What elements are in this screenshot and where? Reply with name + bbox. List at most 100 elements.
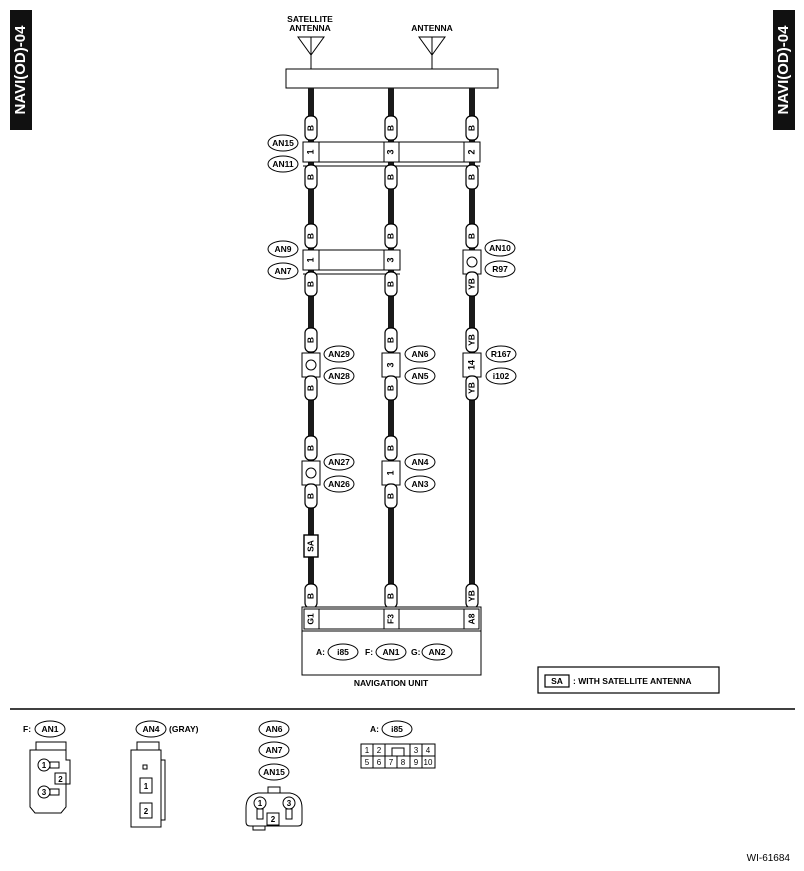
svg-text:SA: SA — [305, 540, 315, 552]
svg-text:3: 3 — [385, 257, 395, 262]
svg-text:AN15: AN15 — [263, 767, 285, 777]
svg-text:: WITH SATELLITE ANTENNA: : WITH SATELLITE ANTENNA — [573, 676, 692, 686]
connector-an1-view: F: AN1 1 2 3 — [23, 720, 71, 814]
svg-text:NAVIGATION UNIT: NAVIGATION UNIT — [354, 678, 429, 688]
svg-text:B: B — [305, 233, 315, 239]
svg-text:1: 1 — [42, 761, 47, 770]
svg-text:AN28: AN28 — [328, 371, 350, 381]
svg-text:B: B — [385, 493, 395, 499]
svg-text:AN3: AN3 — [411, 479, 428, 489]
connector-an9-an7 — [302, 249, 401, 271]
svg-text:10: 10 — [424, 758, 433, 767]
svg-text:B: B — [385, 445, 395, 451]
svg-text:1: 1 — [385, 470, 395, 475]
svg-text:2: 2 — [58, 775, 63, 784]
svg-text:NAVI(OD)-04: NAVI(OD)-04 — [775, 25, 792, 115]
svg-text:i85: i85 — [391, 724, 403, 734]
svg-text:1: 1 — [258, 799, 263, 808]
svg-text:AN6: AN6 — [265, 724, 282, 734]
svg-text:AN15: AN15 — [272, 138, 294, 148]
svg-text:3: 3 — [42, 788, 47, 797]
antenna-unit-box — [285, 68, 499, 89]
wire-color-labels: B B B B B B B B B B B B B B B B B B B B … — [304, 115, 479, 609]
connector-an15-an11 — [302, 141, 481, 163]
svg-text:2: 2 — [144, 807, 149, 816]
svg-text:AN1: AN1 — [41, 724, 58, 734]
svg-text:R97: R97 — [492, 264, 508, 274]
svg-text:1: 1 — [144, 782, 149, 791]
svg-text:2: 2 — [466, 149, 476, 154]
svg-text:YB: YB — [466, 278, 476, 290]
svg-text:(GRAY): (GRAY) — [169, 724, 199, 734]
svg-text:AN5: AN5 — [411, 371, 428, 381]
svg-text:SA: SA — [551, 676, 563, 686]
satellite-antenna: SATELLITE ANTENNA — [287, 14, 333, 69]
svg-text:3: 3 — [414, 746, 419, 755]
svg-text:2: 2 — [271, 815, 276, 824]
svg-text:1: 1 — [305, 257, 315, 262]
svg-text:B: B — [385, 125, 395, 131]
svg-text:4: 4 — [426, 746, 431, 755]
svg-text:YB: YB — [466, 382, 476, 394]
svg-text:6: 6 — [377, 758, 382, 767]
svg-text:B: B — [305, 445, 315, 451]
svg-text:R167: R167 — [491, 349, 512, 359]
page-tag-left: NAVI(OD)-04 — [10, 10, 32, 130]
svg-text:B: B — [305, 493, 315, 499]
svg-text:3: 3 — [385, 149, 395, 154]
svg-text:AN4: AN4 — [411, 457, 428, 467]
connector-an6-an7-an15-view: AN6 AN7 AN15 1 3 2 — [245, 720, 303, 831]
svg-text:7: 7 — [389, 758, 394, 767]
svg-text:14: 14 — [466, 360, 476, 370]
svg-text:AN7: AN7 — [274, 266, 291, 276]
connector-i85-view: A: i85 1 2 3 4 5 6 7 8 9 10 — [360, 720, 436, 769]
svg-text:B: B — [466, 174, 476, 180]
svg-text:NAVI(OD)-04: NAVI(OD)-04 — [12, 25, 29, 115]
svg-text:AN29: AN29 — [328, 349, 350, 359]
svg-text:B: B — [305, 281, 315, 287]
svg-text:B: B — [385, 174, 395, 180]
page-tag-right: NAVI(OD)-04 — [773, 10, 795, 130]
svg-text:ANTENNA: ANTENNA — [411, 23, 453, 33]
svg-text:SATELLITE: SATELLITE — [287, 14, 333, 24]
svg-text:1: 1 — [365, 746, 370, 755]
svg-text:3: 3 — [385, 362, 395, 367]
antenna: ANTENNA — [411, 23, 453, 69]
svg-text:B: B — [385, 593, 395, 599]
svg-text:AN2: AN2 — [428, 647, 445, 657]
svg-text:AN11: AN11 — [272, 159, 294, 169]
svg-text:8: 8 — [401, 758, 406, 767]
svg-text:F:: F: — [23, 724, 31, 734]
svg-text:B: B — [385, 337, 395, 343]
svg-text:G1: G1 — [305, 613, 315, 625]
svg-text:B: B — [466, 125, 476, 131]
figure-id: WI-61684 — [747, 853, 791, 864]
svg-text:AN27: AN27 — [328, 457, 350, 467]
svg-text:i102: i102 — [493, 371, 510, 381]
svg-text:AN4: AN4 — [142, 724, 159, 734]
connector-an4-view: AN4 (GRAY) 1 2 — [130, 720, 199, 828]
svg-text:YB: YB — [466, 590, 476, 602]
svg-text:AN1: AN1 — [382, 647, 399, 657]
svg-text:9: 9 — [414, 758, 419, 767]
svg-text:AN9: AN9 — [274, 244, 291, 254]
svg-text:5: 5 — [365, 758, 370, 767]
svg-text:B: B — [385, 385, 395, 391]
svg-text:i85: i85 — [337, 647, 349, 657]
svg-text:B: B — [305, 125, 315, 131]
svg-text:AN7: AN7 — [265, 745, 282, 755]
svg-text:3: 3 — [287, 799, 292, 808]
svg-text:G:: G: — [411, 647, 421, 657]
svg-text:AN26: AN26 — [328, 479, 350, 489]
connector-labels: AN15 AN11 AN9 AN7 AN10 R97 AN29 AN28 AN6… — [267, 134, 517, 493]
svg-text:B: B — [305, 593, 315, 599]
svg-text:A:: A: — [370, 724, 379, 734]
svg-text:AN6: AN6 — [411, 349, 428, 359]
svg-text:1: 1 — [305, 149, 315, 154]
navigation-unit: G1 F3 A8 A: i85 F: AN1 G: AN2 NAVIGATION… — [301, 606, 482, 688]
svg-text:AN10: AN10 — [489, 243, 511, 253]
svg-text:A:: A: — [316, 647, 325, 657]
svg-text:F:: F: — [365, 647, 373, 657]
svg-text:B: B — [385, 281, 395, 287]
